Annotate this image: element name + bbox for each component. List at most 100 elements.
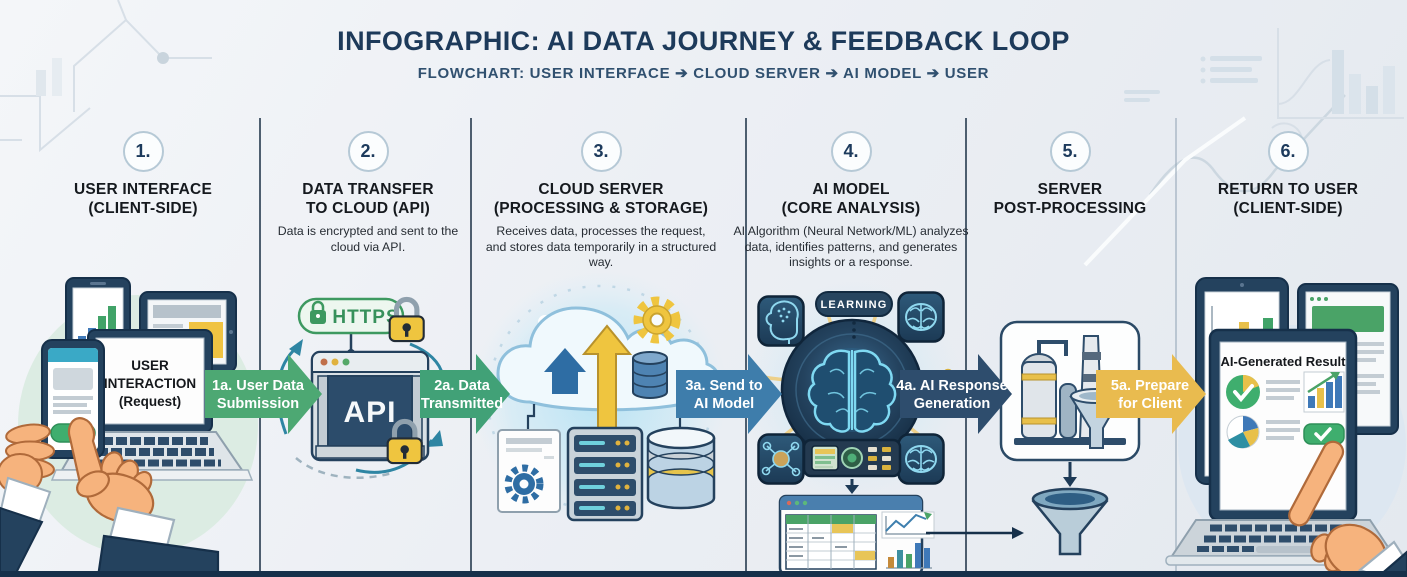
step-2-number-badge: 2.: [347, 131, 389, 172]
flow-arrow-3a-label-line1: 3a. Send to: [685, 378, 762, 394]
upload-arrow-blue: [544, 348, 586, 394]
https-badge: HTTPS: [297, 297, 405, 357]
spreadsheet-report-icon: [778, 494, 935, 576]
column-divider-1: [259, 118, 261, 571]
step-2-description: Data is encrypted and sent to the cloud …: [277, 224, 459, 254]
bar-chart-graphic: [886, 543, 932, 569]
gear-icon: [633, 296, 681, 344]
ai-result-label: AI-Generated Result: [1221, 354, 1347, 369]
database-icon: [646, 426, 716, 510]
down-arrow: [1063, 462, 1077, 487]
step-1-header: 1. USER INTERFACE(CLIENT-SIDE): [33, 131, 253, 224]
api-label: API: [343, 396, 396, 429]
step-5-illustration: [999, 320, 1141, 556]
user-interaction-label-line2: INTERACTION: [104, 376, 196, 391]
column-divider-2: [470, 118, 472, 571]
step-3-description: Receives data, processes the request, an…: [485, 224, 717, 269]
user-interaction-label-line3: (Request): [119, 394, 181, 409]
api-browser-window: API: [310, 350, 430, 462]
column-divider-5: [1175, 118, 1177, 571]
infographic-header: INFOGRAPHIC: AI DATA JOURNEY & FEEDBACK …: [0, 26, 1407, 82]
flow-arrow-1a-label-line2: Submission: [217, 396, 299, 412]
cloud-database-icon: [632, 351, 668, 399]
step-1-number-badge: 1.: [122, 131, 164, 172]
step-2-illustration: HTTPS API: [276, 297, 451, 479]
step-6-number-badge: 6.: [1267, 131, 1309, 172]
learning-label: LEARNING: [820, 299, 887, 311]
column-divider-3: [745, 118, 747, 571]
flow-arrow-2a: 2a. Data Transmitted: [420, 354, 510, 434]
head-profile-icon: [757, 295, 805, 347]
pie-chart-icon: [1226, 415, 1260, 449]
page-title: INFOGRAPHIC: AI DATA JOURNEY & FEEDBACK …: [337, 26, 1070, 56]
flow-arrow-4a-label-line2: Generation: [914, 396, 991, 412]
document-gear-icon: [497, 429, 561, 513]
laptop-result-icon: AI-Generated Result: [1165, 328, 1401, 566]
flow-arrow-1a-label-line1: 1a. User Data: [212, 378, 305, 394]
step-4-title: AI MODEL(CORE ANALYSIS): [781, 181, 921, 217]
flow-arrow-2a-label-line2: Transmitted: [421, 396, 503, 412]
learning-badge: LEARNING: [815, 291, 893, 339]
step-3-illustration: [472, 270, 728, 526]
hand-holding-icon: [0, 423, 55, 577]
step-3-title: CLOUD SERVER(PROCESSING & STORAGE): [493, 181, 709, 217]
flow-arrow-2a-label-line1: 2a. Data: [434, 378, 491, 394]
page-subtitle: FLOWCHART: USER INTERFACE ➔ CLOUD SERVER…: [417, 65, 990, 82]
step-5-number-badge: 5.: [1049, 131, 1091, 172]
bottom-accent-bar: [0, 571, 1407, 577]
step-3-header: 3. CLOUD SERVER(PROCESSING & STORAGE) Re…: [485, 131, 717, 270]
chart-decor-right: [1083, 28, 1404, 267]
padlock-icon-top: [390, 299, 424, 341]
brain-icon-top: [897, 291, 945, 343]
control-panel-icon: [802, 438, 902, 478]
confirm-button-graphic: [1303, 423, 1345, 445]
hand-pointing-icon: [1288, 440, 1407, 577]
flow-arrow-3a: 3a. Send to AI Model: [676, 354, 782, 434]
brain-icon-bottom: [897, 433, 945, 485]
step-4-header: 4. AI MODEL(CORE ANALYSIS) AI Algorithm …: [732, 131, 970, 270]
network-icon: [757, 433, 805, 485]
step-4-number: 4.: [843, 141, 859, 161]
flow-arrow-3a-label-line2: AI Model: [694, 396, 754, 412]
line-chart-graphic: [881, 511, 935, 539]
step-4-number-badge: 4.: [830, 131, 872, 172]
flow-arrow-5a: 5a. Prepare for Client: [1096, 354, 1206, 434]
flow-arrow-4a-label-line1: 4a. AI Response: [896, 378, 1007, 394]
step-6-title: RETURN TO USER(CLIENT-SIDE): [1217, 181, 1359, 217]
flow-arrow-1a: 1a. User Data Submission: [205, 354, 322, 434]
bar-chart-decor-icon: [36, 58, 62, 96]
https-label: HTTPS: [332, 307, 399, 328]
step-1-number: 1.: [135, 141, 151, 161]
step-3-number-badge: 3.: [580, 131, 622, 172]
circuit-decor-icon: [0, 0, 212, 153]
flow-arrow-5a-label-line1: 5a. Prepare: [1111, 378, 1189, 394]
checkmark-icon: [1226, 374, 1260, 409]
step-3-number: 3.: [593, 141, 609, 161]
down-arrow: [845, 479, 859, 494]
step-5-number: 5.: [1062, 141, 1078, 161]
hand-pointing-icon: [67, 417, 220, 577]
server-rack-icon: [566, 426, 644, 522]
step-6-illustration: AI-Generated Result: [1165, 277, 1407, 577]
step-2-number: 2.: [360, 141, 376, 161]
step-1-title: USER INTERFACE(CLIENT-SIDE): [73, 181, 212, 217]
https-lock-icon: [310, 300, 326, 324]
step-6-header: 6. RETURN TO USER(CLIENT-SIDE): [1174, 131, 1402, 224]
step-6-number: 6.: [1280, 141, 1296, 161]
flow-arrow-5a-label-line2: for Client: [1118, 396, 1182, 412]
step-1-illustration: USER INTERACTION (Request): [0, 277, 258, 577]
column-divider-4: [965, 118, 967, 571]
bar-chart-icon: [1303, 371, 1345, 413]
flow-arrow-4a: 4a. AI Response Generation: [896, 354, 1012, 434]
user-interaction-label-line1: USER: [131, 358, 169, 373]
step-4-description: AI Algorithm (Neural Network/ML) analyze…: [733, 224, 969, 269]
table-graphic: [785, 514, 877, 570]
funnel-icon: [1031, 487, 1109, 556]
